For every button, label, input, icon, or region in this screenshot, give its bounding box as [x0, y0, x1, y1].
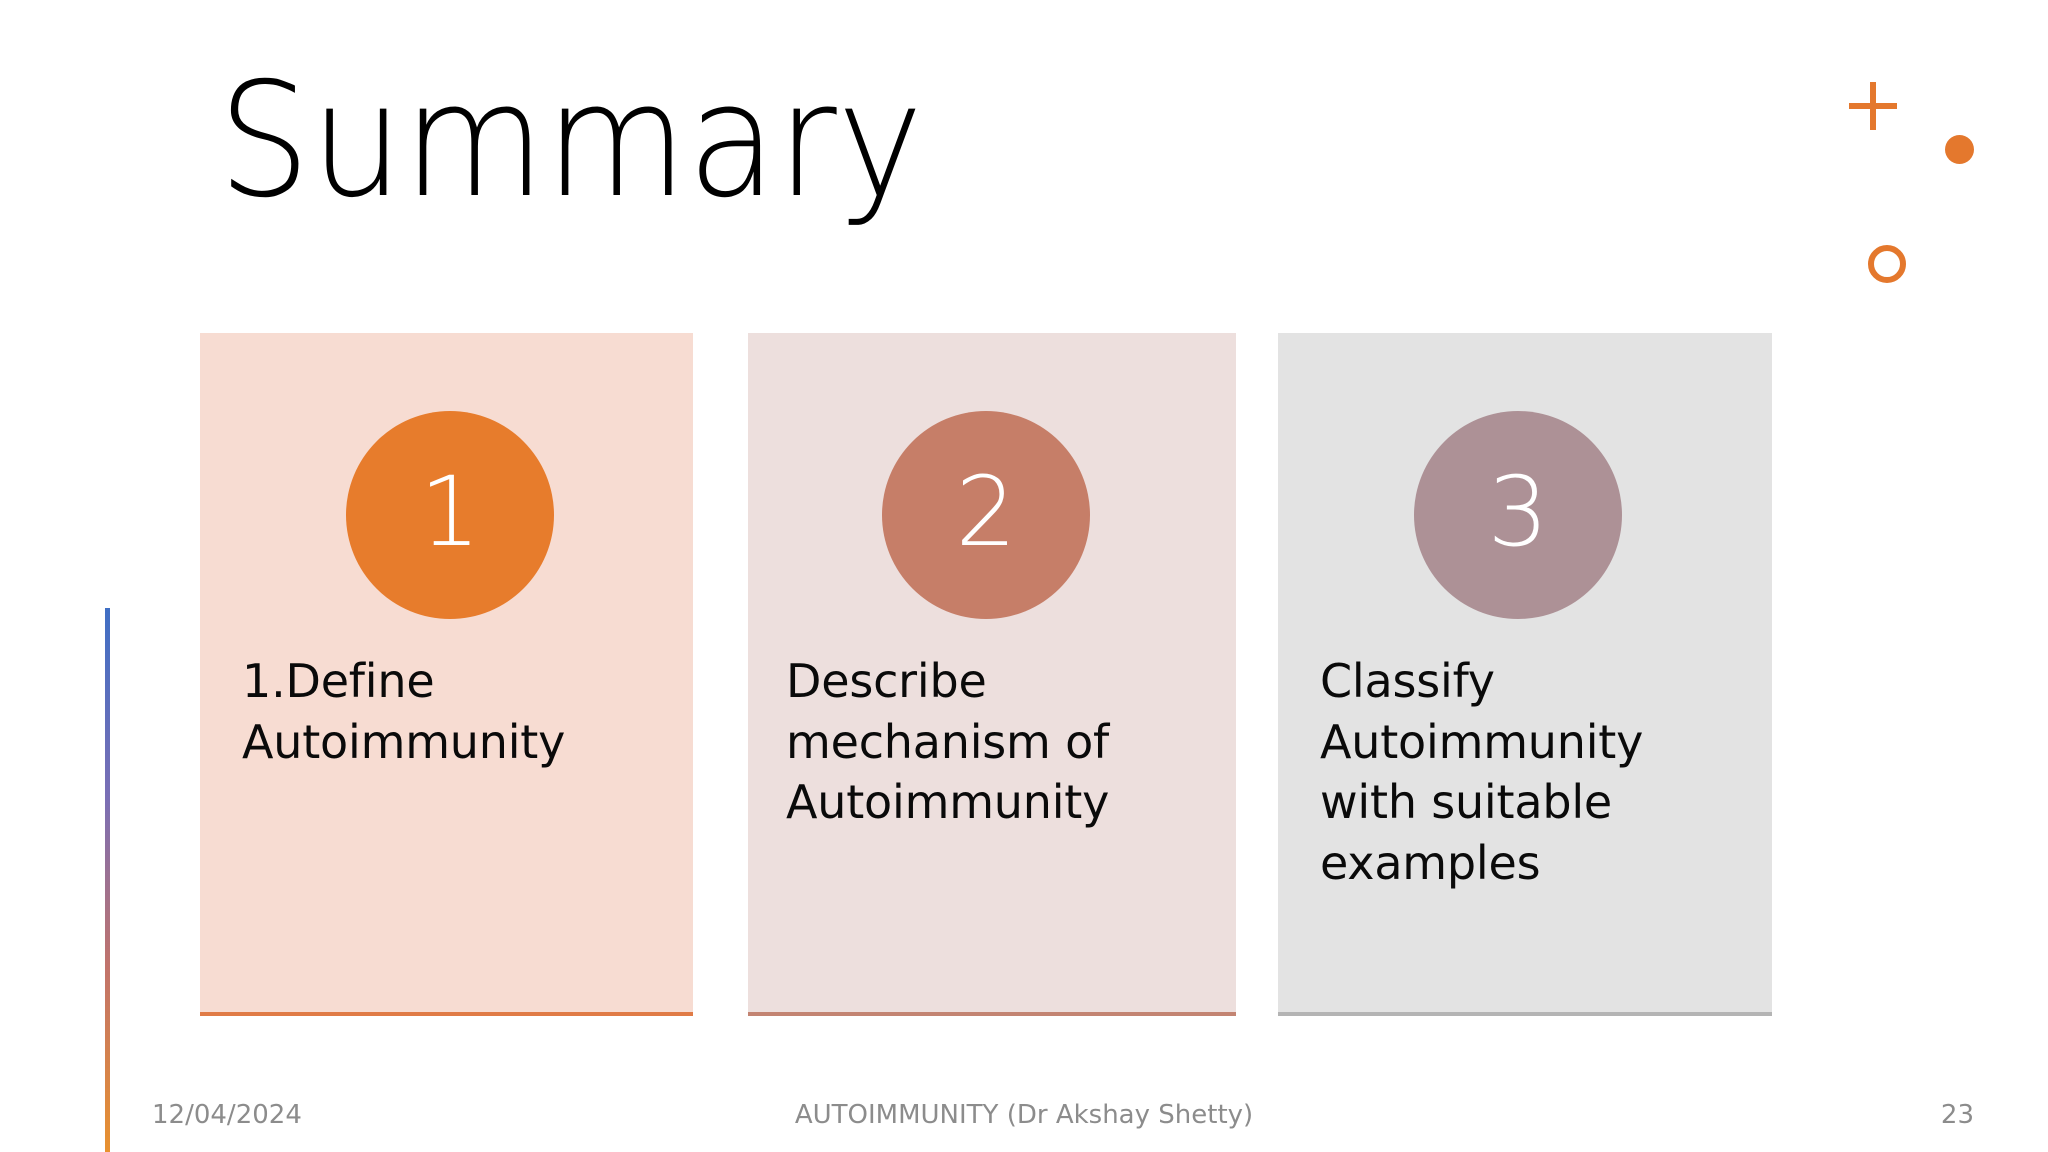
card-number-badge-3: 3 [1414, 411, 1622, 619]
filled-dot-icon [1945, 135, 1974, 164]
hollow-circle-icon [1868, 245, 1906, 283]
page-title: Summary [218, 49, 924, 233]
card-number-badge-1: 1 [346, 411, 554, 619]
accent-bar [105, 608, 110, 1152]
summary-card-2: 2 Describe mechanism of Autoimmunity [748, 333, 1236, 1016]
card-number-badge-2: 2 [882, 411, 1090, 619]
footer-title: AUTOIMMUNITY (Dr Akshay Shetty) [794, 1100, 1254, 1130]
summary-card-1: 1 1.Define Autoimmunity [200, 333, 693, 1016]
plus-icon [1849, 82, 1897, 130]
footer-date: 12/04/2024 [152, 1100, 302, 1130]
card-text-3: Classify Autoimmunity with suitable exam… [1320, 654, 1644, 891]
card-text-2: Describe mechanism of Autoimmunity [786, 654, 1110, 830]
summary-card-3: 3 Classify Autoimmunity with suitable ex… [1278, 333, 1772, 1016]
footer-page-number: 23 [1940, 1100, 1974, 1130]
card-text-1: 1.Define Autoimmunity [242, 654, 566, 769]
